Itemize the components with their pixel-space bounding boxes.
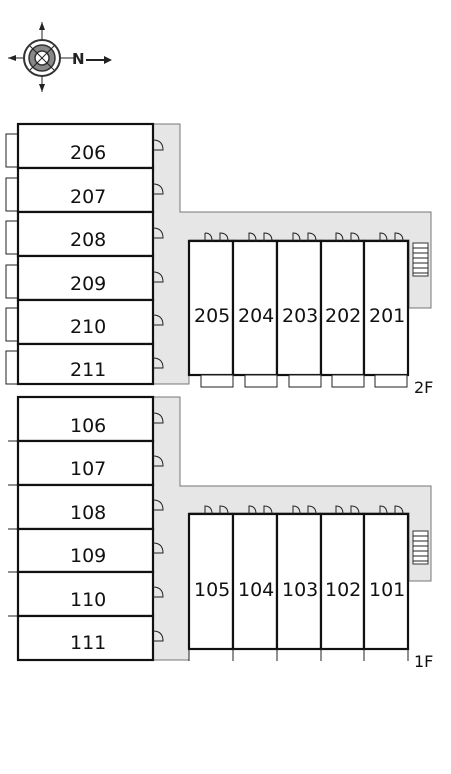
unit-107 xyxy=(16,439,155,487)
unit-110 xyxy=(16,570,155,618)
unit-204 xyxy=(231,239,279,377)
unit-111 xyxy=(16,614,155,662)
unit-106 xyxy=(16,395,155,443)
unit-label: 109 xyxy=(70,545,106,567)
floor-1f-plan: 106 107 108 109 110 111 105 104 103 102 … xyxy=(8,395,433,671)
door-icon xyxy=(204,232,404,242)
unit-label: 209 xyxy=(70,273,106,295)
unit-108 xyxy=(16,483,155,531)
unit-203 xyxy=(275,239,323,377)
door-icon xyxy=(152,139,164,369)
unit-label: 110 xyxy=(70,589,106,611)
unit-210 xyxy=(16,298,155,346)
unit-label: 207 xyxy=(70,186,106,208)
unit-label: 111 xyxy=(70,632,106,654)
unit-label: 106 xyxy=(70,415,106,437)
unit-209 xyxy=(16,254,155,302)
unit-label: 102 xyxy=(325,579,361,601)
unit-label: 107 xyxy=(70,458,106,480)
floor-2f-plan: 206 207 208 209 210 211 205 204 203 202 … xyxy=(5,122,433,397)
unit-label: 104 xyxy=(238,579,274,601)
unit-label: 105 xyxy=(194,579,230,601)
unit-101 xyxy=(362,512,410,651)
unit-label: 108 xyxy=(70,502,106,524)
unit-211 xyxy=(16,342,155,386)
compass-north-label: N xyxy=(72,50,85,68)
unit-label: 201 xyxy=(369,305,405,327)
stairs-icon xyxy=(412,530,429,565)
unit-label: 208 xyxy=(70,229,106,251)
unit-103 xyxy=(275,512,323,651)
unit-109 xyxy=(16,527,155,574)
unit-label: 103 xyxy=(282,579,318,601)
compass-icon: N xyxy=(8,22,112,92)
unit-201 xyxy=(362,239,410,377)
door-icon xyxy=(152,412,164,642)
unit-label: 101 xyxy=(369,579,405,601)
stairs-icon xyxy=(412,242,429,277)
unit-label: 203 xyxy=(282,305,318,327)
floor-label-1f: 1F xyxy=(414,652,433,671)
unit-label: 206 xyxy=(70,142,106,164)
unit-label: 211 xyxy=(70,359,106,381)
door-icon xyxy=(204,505,404,515)
floor-label-2f: 2F xyxy=(414,378,433,397)
unit-label: 210 xyxy=(70,316,106,338)
unit-label: 205 xyxy=(194,305,230,327)
unit-label: 202 xyxy=(325,305,361,327)
unit-label: 204 xyxy=(238,305,274,327)
unit-105 xyxy=(187,512,235,651)
